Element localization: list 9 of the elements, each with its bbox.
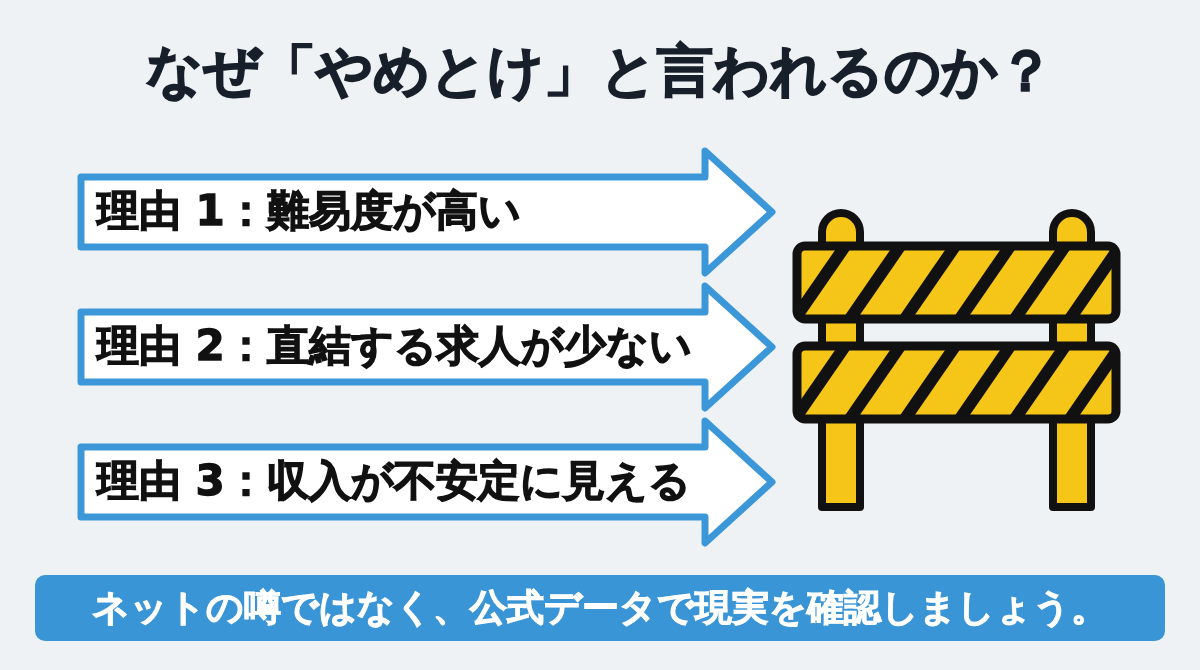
arrow-label: 理由 3：収入が不安定に見える	[97, 457, 691, 505]
arrow-label: 理由 1：難易度が高い	[97, 187, 521, 235]
banner-text: ネットの噂ではなく、公式データで現実を確認しましょう。	[92, 587, 1108, 629]
arrow-shape	[75, 147, 777, 277]
arrow-shape	[75, 282, 777, 412]
arrow-label: 理由 2：直結する求人が少ない	[97, 322, 692, 370]
banner	[35, 575, 1165, 641]
arrow-shape	[75, 417, 777, 547]
title: なぜ「やめとけ」と言われるのか？	[146, 39, 1054, 104]
